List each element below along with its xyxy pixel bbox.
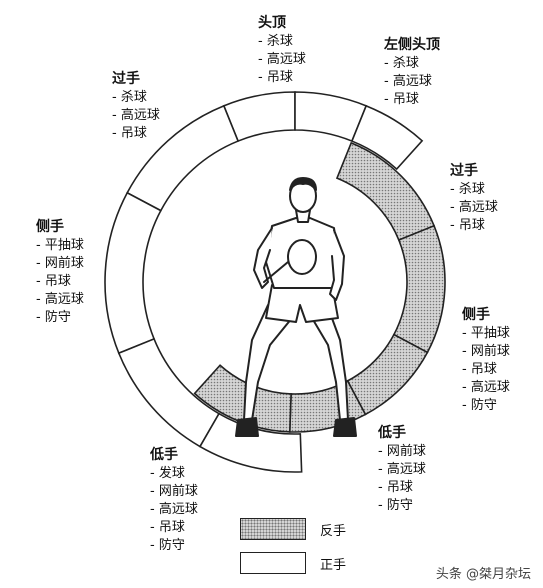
zone-item: 杀球 xyxy=(450,181,498,199)
zone-item: 吊球 xyxy=(150,519,198,537)
zone-item: 吊球 xyxy=(258,69,306,87)
zone-side-left: 侧手 平抽球 网前球 吊球 高远球 防守 xyxy=(36,218,84,327)
zone-title: 侧手 xyxy=(36,219,64,235)
legend-label-backhand: 反手 xyxy=(320,524,347,539)
ring-segment-low-left-outer xyxy=(117,337,221,448)
zone-item: 高远球 xyxy=(450,199,498,217)
zone-item: 杀球 xyxy=(258,33,306,51)
zone-title: 低手 xyxy=(150,447,178,463)
zone-title: 左侧头顶 xyxy=(384,37,440,53)
zone-title: 过手 xyxy=(112,71,140,87)
zone-item: 杀球 xyxy=(112,89,160,107)
zone-item: 高远球 xyxy=(150,501,198,519)
zone-item: 平抽球 xyxy=(36,237,84,255)
legend-label-forehand: 正手 xyxy=(320,558,347,573)
player-figure xyxy=(235,177,357,437)
zone-title: 过手 xyxy=(450,163,478,179)
zone-item: 防守 xyxy=(378,497,426,515)
zone-head-top: 头顶 杀球 高远球 吊球 xyxy=(258,14,306,87)
zone-item: 高远球 xyxy=(112,107,160,125)
legend-forehand: 正手 xyxy=(240,552,380,576)
ring-segments xyxy=(104,91,446,473)
zone-item: 防守 xyxy=(462,397,510,415)
zone-item: 防守 xyxy=(36,309,84,327)
zone-title: 低手 xyxy=(378,425,406,441)
zone-item: 高远球 xyxy=(462,379,510,397)
ring-segment-side-left xyxy=(104,191,162,355)
zone-item: 高远球 xyxy=(378,461,426,479)
zone-item: 网前球 xyxy=(36,255,84,273)
legend-swatch-forehand xyxy=(240,552,306,574)
zone-low-right: 低手 网前球 高远球 吊球 防守 xyxy=(378,424,426,515)
zone-overhead-right: 过手 杀球 高远球 吊球 xyxy=(450,162,498,235)
ring-segment-low-bottom-outer xyxy=(198,412,303,473)
legend-swatch-backhand xyxy=(240,518,306,540)
zone-overhead-left: 过手 杀球 高远球 吊球 xyxy=(112,70,160,143)
zone-left-head-top: 左侧头顶 杀球 高远球 吊球 xyxy=(384,36,440,109)
zone-title: 侧手 xyxy=(462,307,490,323)
watermark: 头条 @桀月杂坛 xyxy=(435,567,531,582)
ring-segment-low-left xyxy=(193,364,292,433)
zone-item: 防守 xyxy=(150,537,198,555)
zone-item: 网前球 xyxy=(378,443,426,461)
zone-item: 网前球 xyxy=(462,343,510,361)
ring-segment-side-right xyxy=(392,224,446,354)
zone-side-right: 侧手 平抽球 网前球 吊球 高远球 防守 xyxy=(462,306,510,415)
zone-item: 高远球 xyxy=(258,51,306,69)
zone-item: 平抽球 xyxy=(462,325,510,343)
zone-low-left: 低手 发球 网前球 高远球 吊球 防守 xyxy=(150,446,198,555)
zone-item: 吊球 xyxy=(112,125,160,143)
zone-item: 吊球 xyxy=(36,273,84,291)
ring-segment-left-head-top xyxy=(350,104,424,171)
zone-item: 发球 xyxy=(150,465,198,483)
zone-item: 杀球 xyxy=(384,55,440,73)
zone-item: 高远球 xyxy=(36,291,84,309)
zone-item: 吊球 xyxy=(462,361,510,379)
zone-item: 吊球 xyxy=(450,217,498,235)
legend-backhand: 反手 xyxy=(240,518,380,542)
zone-title: 头顶 xyxy=(258,15,286,31)
zone-item: 网前球 xyxy=(150,483,198,501)
zone-item: 吊球 xyxy=(384,91,440,109)
zone-item: 吊球 xyxy=(378,479,426,497)
ring-segment-overhead-left xyxy=(126,104,240,212)
zone-item: 高远球 xyxy=(384,73,440,91)
